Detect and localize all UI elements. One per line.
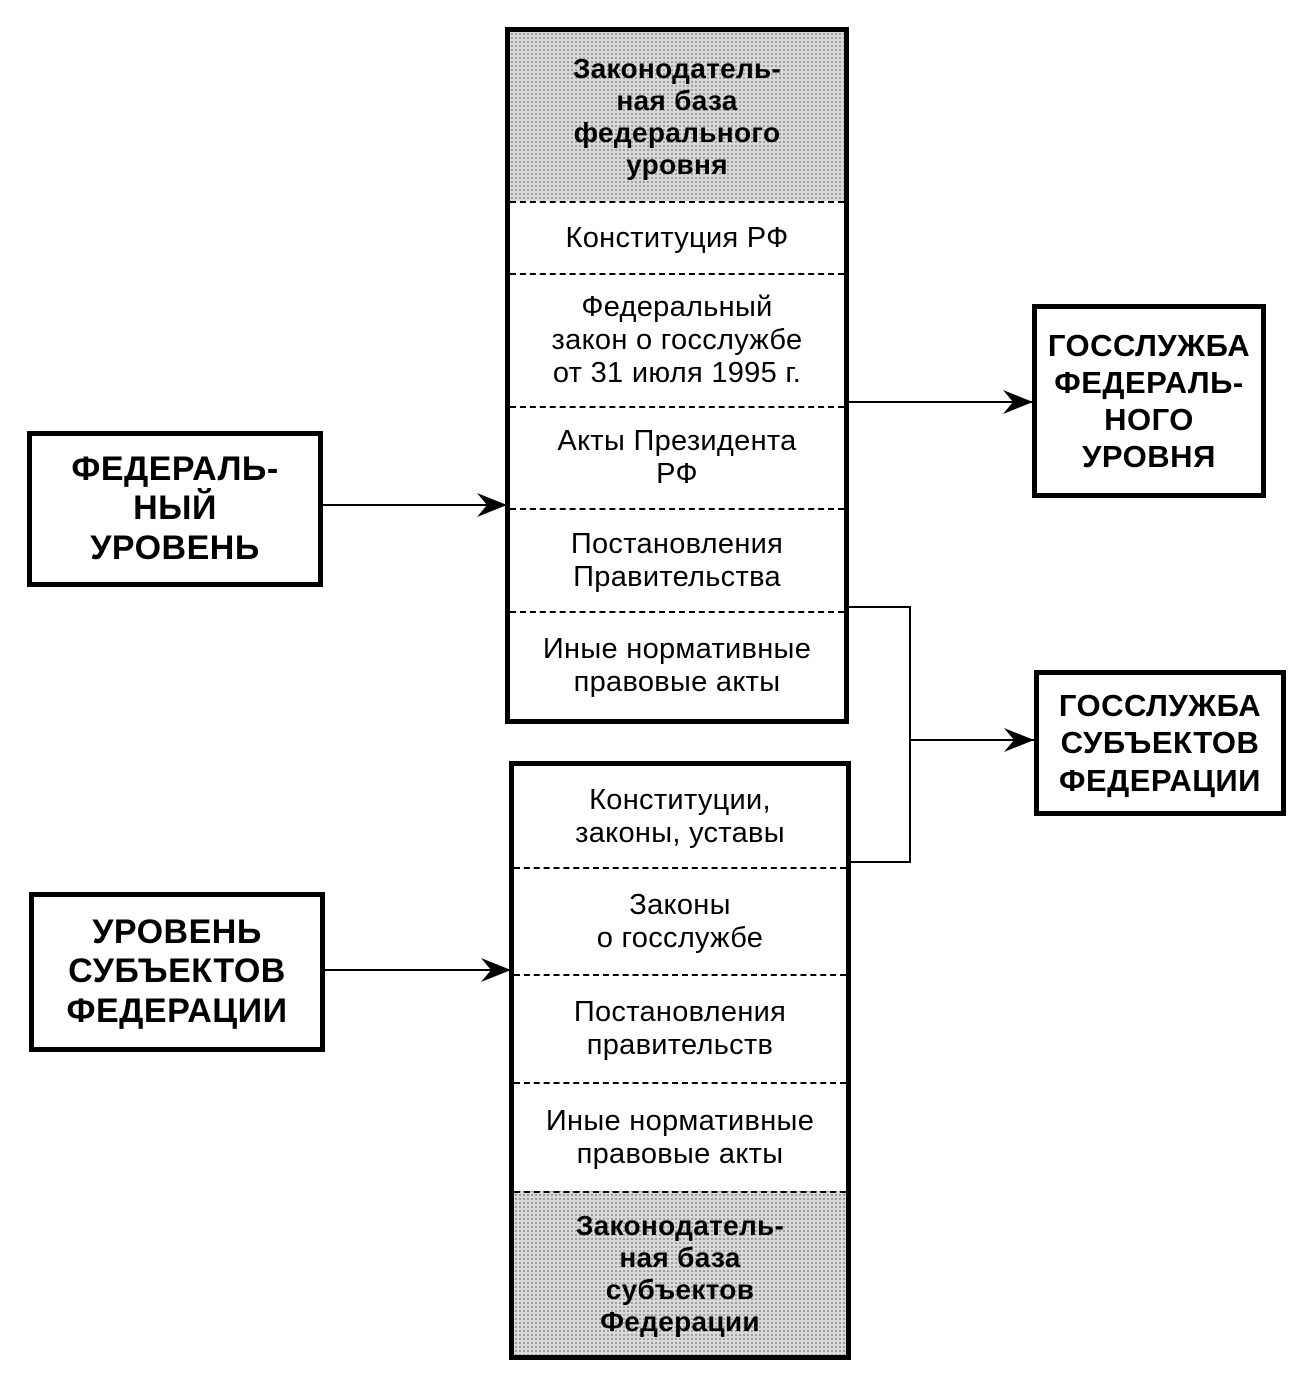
federal-base-item-line: Иные нормативные bbox=[542, 633, 812, 665]
subjects-level-box: УРОВЕНЬ СУБЪЕКТОВ ФЕДЕРАЦИИ bbox=[29, 892, 325, 1052]
federal-level-line: НЫЙ bbox=[133, 489, 217, 528]
federal-base-item-constitution: Конституция РФ bbox=[510, 201, 844, 273]
subjects-base-footer-line: ная база bbox=[619, 1242, 741, 1273]
federal-civil-service-box: ГОССЛУЖБА ФЕДЕРАЛЬ- НОГО УРОВНЯ bbox=[1032, 304, 1266, 498]
federal-base-item-other-acts: Иные нормативные правовые акты bbox=[510, 611, 844, 719]
federal-base-item-line: правовые акты bbox=[573, 666, 781, 698]
subjects-base-footer: Законодатель- ная база субъектов Федерац… bbox=[514, 1191, 846, 1355]
federal-base-item-government-resolutions: Постановления Правительства bbox=[510, 508, 844, 611]
subjects-base-item-line: Конституции, bbox=[589, 783, 771, 816]
subjects-base-item-civil-service-laws: Законы о госслужбе bbox=[514, 867, 846, 974]
subjects-level-line: УРОВЕНЬ bbox=[92, 913, 262, 952]
subjects-base-footer-line: Законодатель- bbox=[575, 1210, 785, 1241]
federal-base-header-line: Законодатель- bbox=[572, 52, 782, 84]
federal-base-item-line: Правительства bbox=[573, 560, 781, 593]
federal-base-header-line: федерального bbox=[573, 116, 781, 148]
subjects-service-line: СУБЪЕКТОВ bbox=[1060, 725, 1260, 761]
federal-base-item-line: Федеральный bbox=[581, 291, 773, 323]
federal-level-line: УРОВЕНЬ bbox=[90, 528, 260, 567]
federal-level-box: ФЕДЕРАЛЬ- НЫЙ УРОВЕНЬ bbox=[27, 431, 323, 587]
subjects-base-item-line: правовые акты bbox=[576, 1137, 784, 1170]
subjects-base-item-line: о госслужбе bbox=[596, 921, 764, 954]
federal-level-line: ФЕДЕРАЛЬ- bbox=[71, 450, 279, 489]
subjects-base-item-line: правительств bbox=[586, 1029, 774, 1061]
federal-base-item-line: Акты Президента bbox=[557, 425, 797, 457]
federal-base-item-line: закон о госслужбе bbox=[551, 324, 803, 356]
federal-base-header: Законодатель- ная база федерального уров… bbox=[510, 32, 844, 201]
federal-base-item-line: Постановления bbox=[570, 527, 784, 560]
subjects-base-item-line: Законы bbox=[629, 888, 731, 921]
subjects-legislative-base: Конституции, законы, уставы Законы о гос… bbox=[509, 761, 851, 1360]
federal-base-item-civil-service-law: Федеральный закон о госслужбе от 31 июля… bbox=[510, 273, 844, 406]
federal-base-item-line: Конституция РФ bbox=[565, 221, 789, 254]
federal-service-line: НОГО bbox=[1104, 402, 1194, 437]
subjects-level-line: ФЕДЕРАЦИИ bbox=[66, 991, 288, 1030]
subjects-civil-service-box: ГОССЛУЖБА СУБЪЕКТОВ ФЕДЕРАЦИИ bbox=[1034, 670, 1286, 816]
subjects-service-line: ГОССЛУЖБА bbox=[1058, 688, 1262, 724]
subjects-base-item-government-resolutions: Постановления правительств bbox=[514, 974, 846, 1082]
subjects-base-item-line: Иные нормативные bbox=[545, 1104, 815, 1137]
connector-bracket bbox=[847, 606, 911, 863]
federal-base-item-line: РФ bbox=[656, 458, 698, 490]
subjects-base-footer-line: субъектов bbox=[605, 1274, 755, 1305]
federal-service-line: ГОССЛУЖБА bbox=[1047, 327, 1251, 363]
subjects-base-item-line: Постановления bbox=[573, 996, 787, 1028]
federal-base-item-president-acts: Акты Президента РФ bbox=[510, 406, 844, 508]
subjects-level-line: СУБЪЕКТОВ bbox=[68, 952, 286, 991]
federal-base-header-line: уровня bbox=[626, 148, 728, 180]
subjects-base-footer-line: Федерации bbox=[600, 1306, 760, 1337]
subjects-base-item-constitutions: Конституции, законы, уставы bbox=[514, 766, 846, 867]
subjects-base-item-line: законы, уставы bbox=[575, 816, 785, 849]
federal-legislative-base: Законодатель- ная база федерального уров… bbox=[505, 27, 849, 724]
subjects-service-line: ФЕДЕРАЦИИ bbox=[1059, 762, 1261, 798]
federal-base-header-line: ная база bbox=[616, 84, 738, 116]
subjects-base-item-other-acts: Иные нормативные правовые акты bbox=[514, 1082, 846, 1191]
federal-base-item-line: от 31 июля 1995 г. bbox=[552, 357, 802, 389]
federal-service-line: ФЕДЕРАЛЬ- bbox=[1054, 364, 1244, 400]
federal-service-line: УРОВНЯ bbox=[1082, 439, 1216, 475]
